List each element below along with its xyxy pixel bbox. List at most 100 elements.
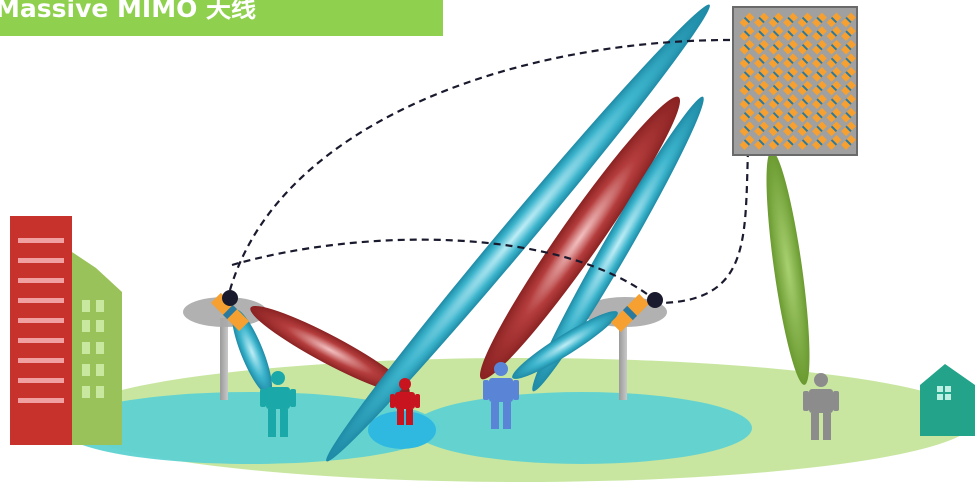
user-person-icon [260, 371, 296, 437]
antenna-element [826, 53, 842, 69]
antenna-element [783, 121, 798, 137]
antenna-element [797, 107, 813, 123]
antenna-element [739, 94, 755, 110]
small-cell-antenna-icon [610, 292, 663, 333]
antenna-element [812, 39, 827, 55]
antenna-element [812, 80, 827, 96]
small-cell-antenna-icon [210, 290, 250, 332]
antenna-element [812, 94, 827, 110]
antenna-element [768, 66, 784, 82]
antenna-element [754, 26, 769, 42]
user-person-icon [803, 373, 839, 440]
antenna-element [797, 39, 813, 55]
antenna-element [768, 80, 784, 96]
antenna-element [841, 80, 856, 96]
antenna-element [754, 107, 769, 123]
antenna-element [739, 66, 755, 82]
antenna-element [783, 107, 798, 123]
antenna-element [826, 39, 842, 55]
antenna-element [783, 26, 798, 42]
antenna-element [768, 121, 784, 137]
antenna-element [739, 53, 755, 69]
antenna-element [768, 39, 784, 55]
coverage-area-right [412, 392, 752, 464]
antenna-element [826, 121, 842, 137]
antenna-element [841, 107, 856, 123]
antenna-element [841, 26, 856, 42]
antenna-element [754, 66, 769, 82]
antenna-element [783, 80, 798, 96]
antenna-element [797, 94, 813, 110]
backhaul-massive-to-small-cell-left [228, 38, 731, 291]
antenna-element [826, 12, 842, 28]
antenna-element [739, 12, 755, 28]
backhaul-links [228, 38, 750, 305]
antenna-element [754, 94, 769, 110]
antenna-element [826, 134, 842, 150]
beam-small-cell-left-to-user-red [250, 305, 410, 395]
antenna-element [812, 26, 827, 42]
antenna-element [826, 26, 842, 42]
beams [231, 4, 810, 462]
antenna-element [768, 26, 784, 42]
diagram-title: Massive MIMO 天线 [0, 0, 257, 23]
antenna-element [739, 134, 755, 150]
antenna-element [768, 134, 784, 150]
antenna-element [812, 107, 827, 123]
antenna-element [841, 53, 856, 69]
beam-massive-to-user-blue [532, 96, 704, 392]
antenna-element [768, 12, 784, 28]
beam-massive-to-user-red [479, 96, 681, 380]
antenna-element [812, 12, 827, 28]
house-icon [920, 364, 975, 436]
antenna-element [841, 121, 856, 137]
user-person-icon [390, 378, 420, 425]
antenna-element [783, 12, 798, 28]
beam-massive-to-user-gray [766, 151, 810, 385]
antenna-element [841, 94, 856, 110]
antenna-element [826, 107, 842, 123]
antenna-element [797, 66, 813, 82]
antenna-element [826, 66, 842, 82]
small-cell-pole-right [619, 318, 627, 400]
antenna-element [739, 26, 755, 42]
antenna-element [797, 80, 813, 96]
antenna-element [797, 53, 813, 69]
antenna-element [783, 66, 798, 82]
coverage-overlap [368, 411, 436, 449]
beam-small-cell-right-to-user-blue [512, 311, 618, 379]
office-building-icon [10, 216, 122, 445]
antenna-element [797, 121, 813, 137]
antenna-element [812, 66, 827, 82]
antenna-element [768, 53, 784, 69]
antenna-element [797, 26, 813, 42]
antenna-element [797, 134, 813, 150]
beam-massive-to-user-teal [326, 4, 710, 462]
antenna-element [739, 80, 755, 96]
antenna-element [812, 134, 827, 150]
antenna-element [754, 12, 769, 28]
small-cell-pole-left [220, 318, 228, 400]
antenna-element [812, 121, 827, 137]
antenna-element [783, 39, 798, 55]
antenna-element [739, 107, 755, 123]
antenna-element [754, 53, 769, 69]
title-banner: Massive MIMO 天线 [0, 0, 443, 36]
massive-mimo-antenna-array-icon [732, 6, 858, 156]
antenna-element [739, 121, 755, 137]
antenna-element [739, 39, 755, 55]
antenna-element [768, 107, 784, 123]
antenna-element [783, 134, 798, 150]
antenna-element [783, 53, 798, 69]
antenna-element [797, 12, 813, 28]
backhaul-massive-to-small-cell-right [661, 149, 750, 305]
beam-small-cell-left-to-user-teal [231, 309, 273, 395]
backhaul-small-cells-link [231, 238, 656, 301]
antenna-element [826, 94, 842, 110]
antenna-element [754, 80, 769, 96]
antenna-element [841, 12, 856, 28]
antenna-element [812, 53, 827, 69]
antenna-element [841, 66, 856, 82]
antenna-element [841, 39, 856, 55]
